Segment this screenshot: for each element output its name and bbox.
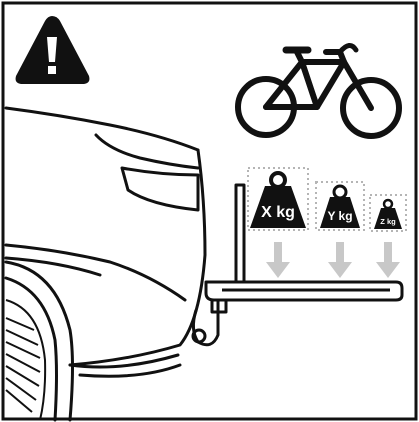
weight-label-small: Z kg — [380, 217, 396, 226]
weight-label-medium: Y kg — [327, 209, 352, 223]
car-rear-icon — [4, 106, 207, 422]
weight-zones — [247, 167, 407, 232]
warning-triangle-icon: ! — [15, 16, 90, 84]
weight-icon-large: X kg — [250, 171, 306, 228]
weight-icon-small: Z kg — [374, 198, 402, 229]
weight-zone-large — [247, 167, 309, 231]
weight-icon-medium: Y kg — [320, 184, 360, 228]
bike-carrier-icon — [204, 183, 404, 314]
down-arrow-icons — [266, 242, 400, 278]
weight-label-large: X kg — [261, 204, 295, 221]
down-arrow-icon — [376, 242, 400, 278]
down-arrow-icon — [328, 242, 352, 278]
weight-zone-small — [369, 194, 407, 232]
car-wheel — [5, 299, 47, 421]
down-arrow-icon — [266, 242, 290, 278]
bicycle-icon — [235, 43, 402, 139]
tow-hook — [191, 300, 220, 347]
weight-zone-medium — [315, 181, 365, 231]
